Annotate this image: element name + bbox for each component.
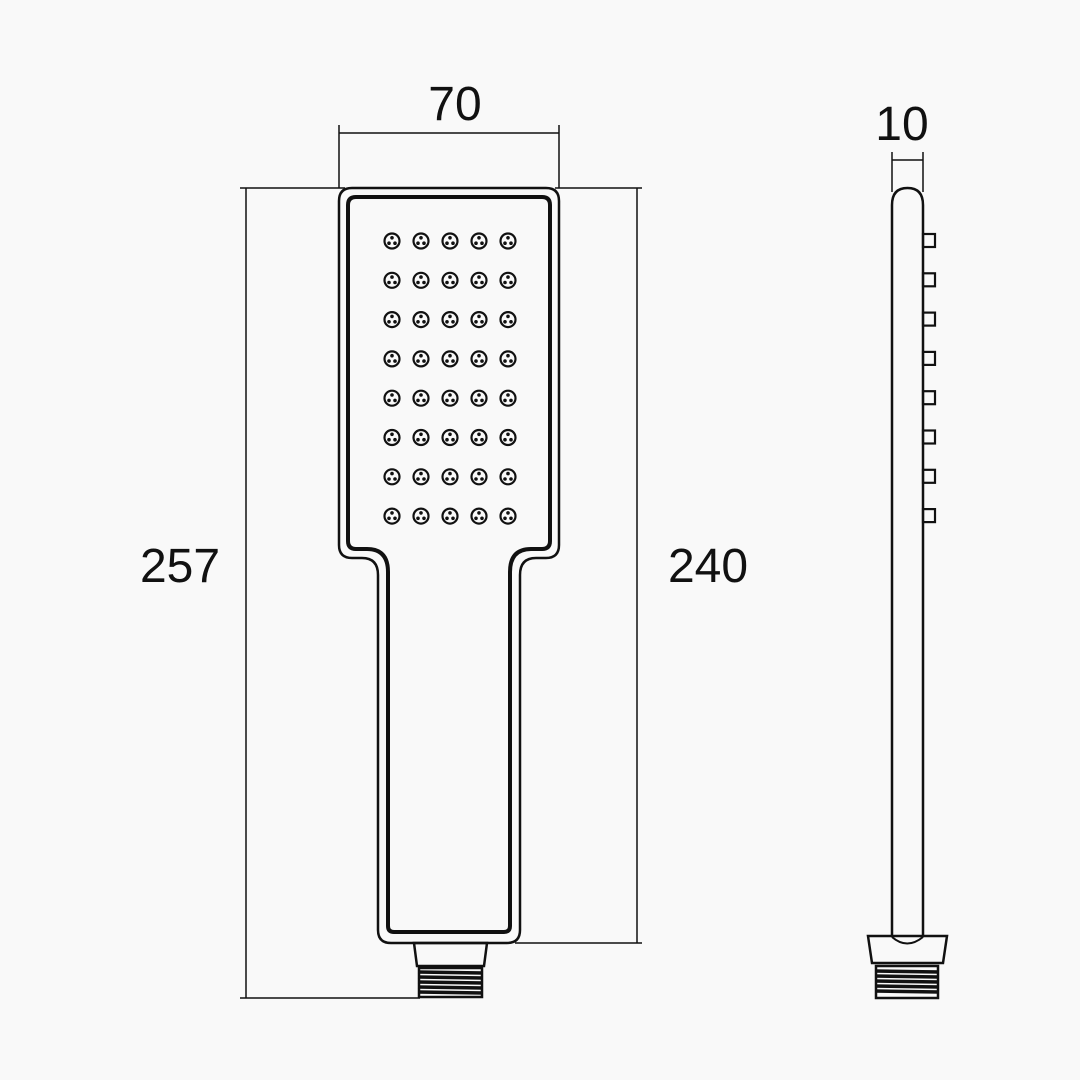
nozzle-icon: [412, 311, 430, 329]
side-nozzle: [921, 508, 937, 524]
nozzle-icon: [470, 507, 488, 525]
nozzle-icon: [470, 271, 488, 289]
thickness-label: 10: [875, 98, 928, 151]
nozzle-icon: [383, 428, 401, 447]
nozzle-icon: [412, 389, 430, 407]
nozzle-icon: [383, 271, 401, 289]
side-nozzle: [921, 350, 937, 366]
body-length-label: 240: [668, 540, 748, 593]
nozzle-icon: [470, 389, 488, 407]
face-outline: [346, 195, 552, 934]
nozzle-icon: [412, 507, 430, 525]
nozzle-icon: [499, 428, 517, 447]
nozzle-icon: [441, 232, 459, 250]
thickness-dimension: 10: [875, 98, 929, 192]
total-length-label: 257: [140, 540, 220, 593]
nozzle-icon: [499, 468, 517, 486]
nozzle-icon: [412, 428, 430, 447]
side-view: [866, 186, 949, 1000]
nozzle-grid: [383, 232, 517, 525]
nozzle-icon: [499, 507, 517, 525]
nozzle-icon: [470, 232, 488, 250]
nozzle-icon: [441, 428, 459, 447]
connector: [412, 941, 489, 999]
side-nozzle: [921, 232, 937, 249]
body-length-dimension: 240: [515, 187, 748, 944]
nozzle-icon: [441, 271, 459, 289]
nozzle-icon: [441, 468, 459, 486]
width-label: 70: [428, 78, 481, 131]
nozzle-icon: [383, 232, 401, 250]
nozzle-icon: [441, 389, 459, 407]
side-nozzle: [921, 468, 937, 484]
front-view: [337, 186, 561, 999]
nozzle-icon: [470, 428, 488, 447]
nozzle-icon: [441, 350, 459, 368]
width-dimension: 70: [338, 78, 560, 188]
nozzle-icon: [470, 468, 488, 486]
side-nozzle: [921, 311, 937, 327]
side-nozzle: [921, 272, 937, 288]
nozzle-icon: [383, 468, 401, 486]
nozzle-icon: [412, 232, 430, 250]
side-nozzle: [921, 390, 937, 406]
nozzle-icon: [383, 311, 401, 329]
nozzle-icon: [383, 350, 401, 368]
side-nozzle: [921, 429, 937, 445]
body-outline: [337, 186, 561, 945]
nozzle-icon: [383, 389, 401, 407]
nozzle-icon: [499, 232, 517, 250]
nozzle-icon: [499, 389, 517, 407]
nozzle-icon: [383, 507, 401, 525]
nozzle-icon: [441, 507, 459, 525]
nozzle-icon: [470, 311, 488, 329]
total-length-dimension: 257: [140, 187, 420, 999]
nozzle-icon: [499, 271, 517, 289]
nozzle-icon: [499, 311, 517, 329]
nozzle-icon: [499, 350, 517, 368]
nozzle-icon: [412, 271, 430, 289]
nozzle-icon: [441, 311, 459, 329]
side-nozzles: [921, 232, 937, 524]
nozzle-icon: [412, 350, 430, 368]
nozzle-icon: [412, 468, 430, 486]
nozzle-icon: [470, 350, 488, 368]
